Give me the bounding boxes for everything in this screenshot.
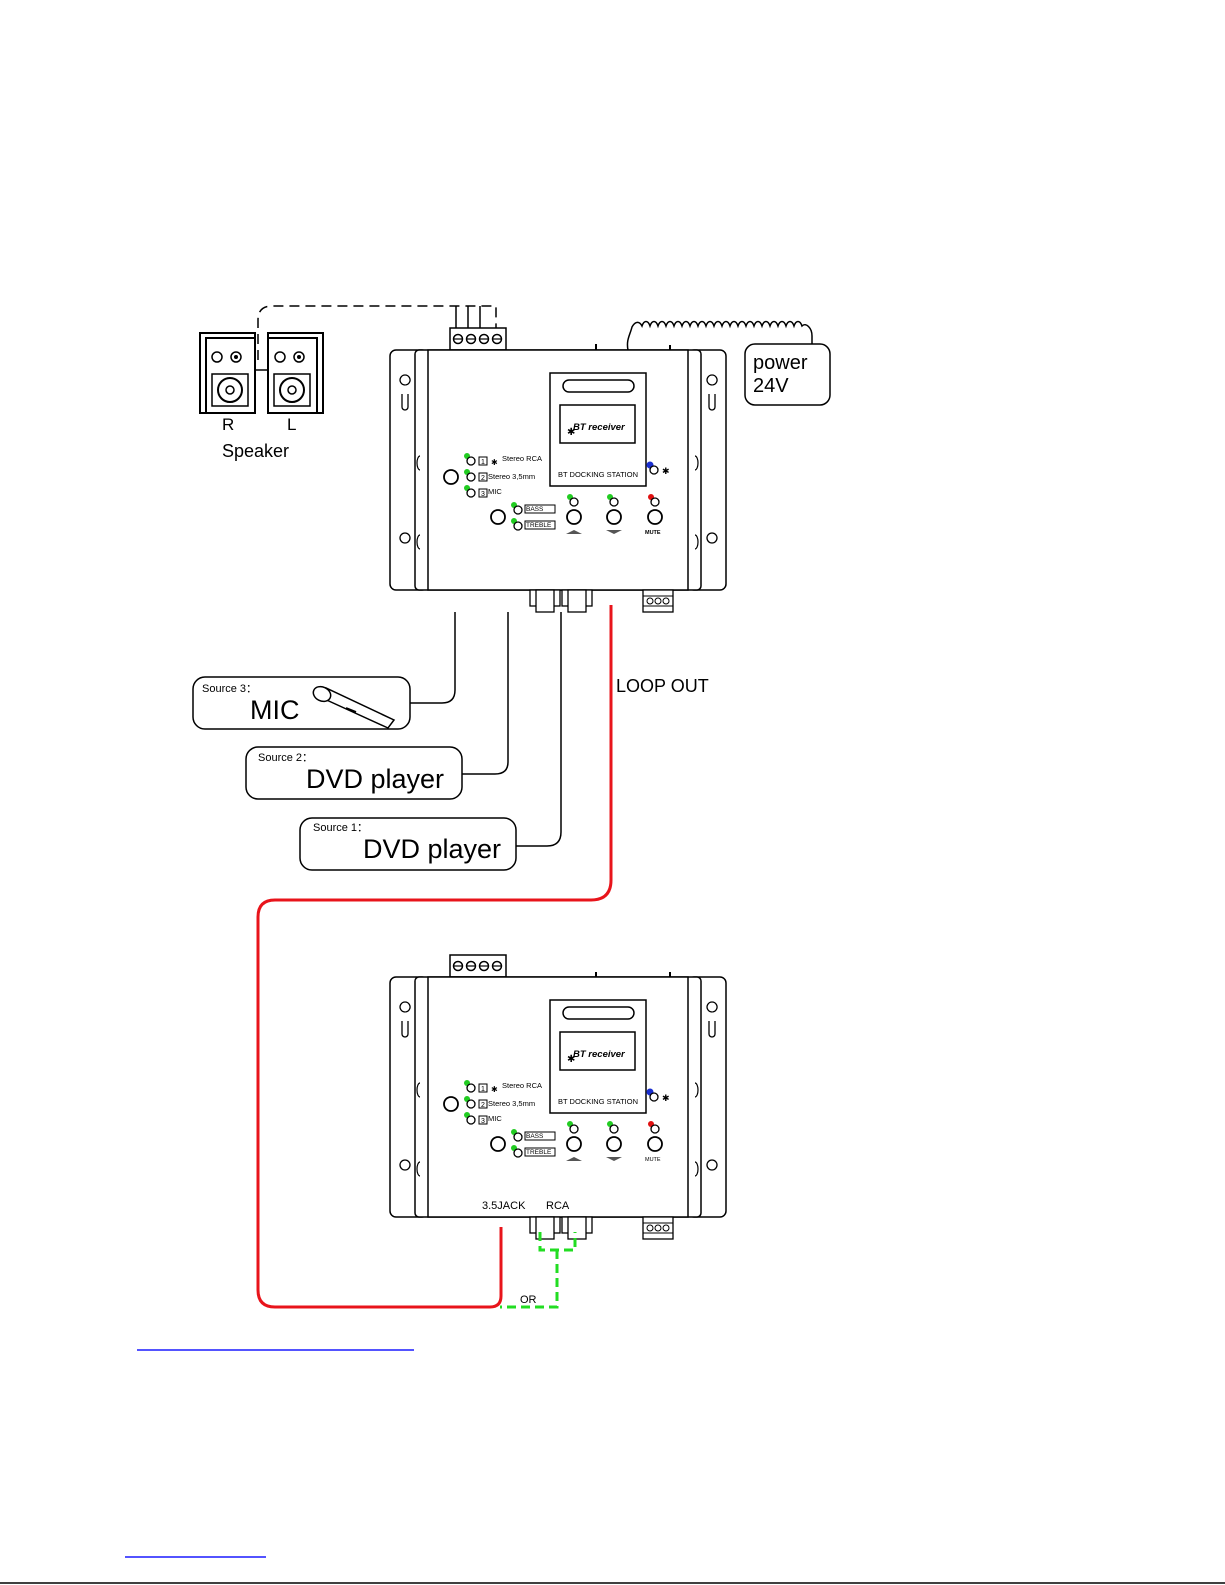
source-3-caption: Source 3： (202, 683, 257, 695)
source-3-label: MIC (488, 487, 502, 496)
mute-button-2[interactable] (648, 1137, 662, 1151)
source-2-caption: Source 2： (258, 752, 313, 764)
svg-text:Stereo 3,5mm: Stereo 3,5mm (488, 1099, 535, 1108)
svg-text:2: 2 (481, 1102, 485, 1109)
source-3-name: MIC (250, 695, 300, 725)
bluetooth-input-icon-2: ✱ (491, 1085, 498, 1094)
speaker-terminal-block (450, 328, 506, 350)
speaker-label: Speaker (222, 441, 289, 461)
mic-cable (410, 612, 455, 703)
source-1-name: DVD player (363, 834, 501, 864)
power-terminal-block-2 (643, 1217, 673, 1239)
bt-dock-window: ✱ BT receiver BT DOCKING STATION (550, 373, 646, 486)
speaker-terminal-block-2 (450, 955, 506, 977)
bt-dock-window-2: ✱ BT receiver BT DOCKING STATION (550, 1000, 646, 1113)
bt-docking-station-label-2: BT DOCKING STATION (558, 1097, 638, 1106)
source-2-box: Source 2： DVD player (246, 747, 462, 799)
bluetooth-status-icon: ✱ (662, 467, 670, 477)
bt-receiver-title: BT receiver (573, 422, 626, 433)
tone-select-button-2[interactable] (491, 1137, 505, 1151)
svg-text:1: 1 (481, 1086, 485, 1093)
svg-text:3: 3 (481, 491, 485, 498)
docking-station-unit-1: ✱ BT receiver BT DOCKING STATION ✱ 1 ✱ S… (390, 328, 726, 612)
power-terminal-block (643, 590, 673, 612)
loop-out-label: LOOP OUT (616, 676, 709, 696)
rca-label: RCA (546, 1200, 570, 1212)
rca-cable (500, 1232, 575, 1307)
source-1-label: Stereo RCA (502, 454, 542, 463)
speaker-right-label: R (222, 415, 234, 434)
source-3-box: Source 3： MIC (193, 677, 410, 729)
docking-station-unit-2: ✱ BT receiver BT DOCKING STATION ✱ 1 ✱ S… (390, 955, 726, 1239)
source-2-label: Stereo 3,5mm (488, 472, 535, 481)
source-1-cable (516, 612, 561, 846)
power-label-line2: 24V (753, 375, 789, 397)
bt-docking-station-label: BT DOCKING STATION (558, 470, 638, 479)
source-select-button[interactable] (444, 470, 458, 484)
source-1-box: Source 1： DVD player (300, 818, 516, 870)
mute-button[interactable] (648, 510, 662, 524)
treble-label: TREBLE (526, 522, 552, 529)
or-label: OR (520, 1294, 537, 1306)
volume-up-button-2[interactable] (567, 1137, 581, 1151)
bt-receiver-title-2: BT receiver (573, 1049, 626, 1060)
tone-select-button[interactable] (491, 510, 505, 524)
source-select-button-2[interactable] (444, 1097, 458, 1111)
speaker-right-icon (200, 333, 255, 413)
svg-text:TREBLE: TREBLE (526, 1149, 552, 1156)
svg-text:1: 1 (481, 459, 485, 466)
volume-up-button[interactable] (567, 510, 581, 524)
bass-label: BASS (526, 506, 544, 513)
svg-text:MIC: MIC (488, 1114, 502, 1123)
source-1-caption: Source 1： (313, 822, 368, 834)
source-2-name: DVD player (306, 764, 444, 794)
svg-text:3: 3 (481, 1118, 485, 1125)
speaker-left-label: L (287, 415, 296, 434)
bluetooth-status-icon-2: ✱ (662, 1094, 670, 1104)
mute-label: MUTE (645, 530, 661, 536)
bluetooth-input-icon: ✱ (491, 458, 498, 467)
volume-down-button[interactable] (607, 510, 621, 524)
svg-text:BASS: BASS (526, 1133, 544, 1140)
source-2-cable (462, 612, 508, 774)
svg-text:2: 2 (481, 475, 485, 482)
svg-text:Stereo RCA: Stereo RCA (502, 1081, 542, 1090)
jack-label: 3.5JACK (482, 1200, 526, 1212)
mute-label-2: MUTE (645, 1157, 661, 1163)
power-label-line1: power (753, 352, 808, 374)
volume-down-button-2[interactable] (607, 1137, 621, 1151)
speaker-left-icon (268, 333, 323, 413)
